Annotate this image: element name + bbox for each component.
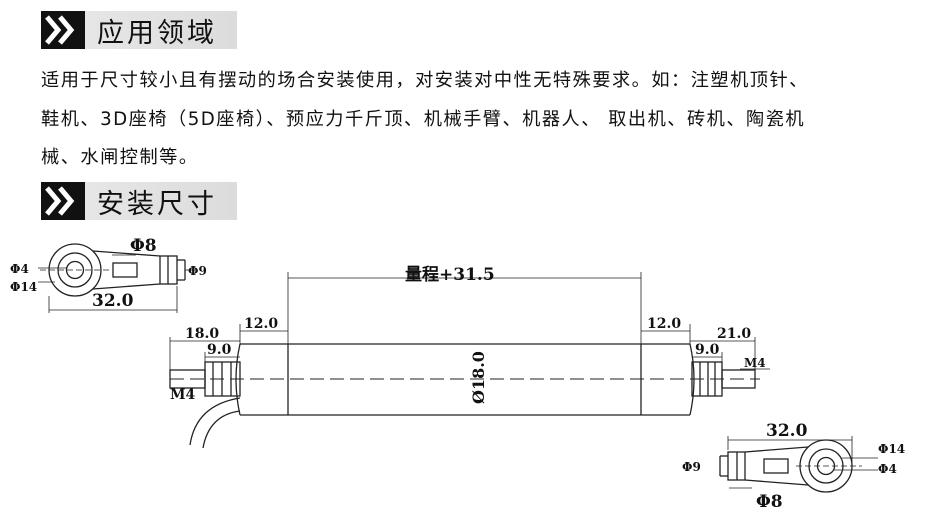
right-eye-phi14-label: Φ14 bbox=[878, 442, 905, 456]
double-chevron-icon bbox=[41, 11, 85, 49]
right-thread-label: M4 bbox=[744, 356, 766, 370]
left-eye-length-label: 32.0 bbox=[92, 291, 134, 311]
description-line-3: 械、水闸控制等。 bbox=[41, 147, 199, 168]
left-eye-phi8-label: Φ8 bbox=[130, 236, 157, 256]
right-rod-eye bbox=[719, 436, 878, 493]
right-eye-length-label: 32.0 bbox=[766, 421, 808, 441]
section-title-application: 应用领域 bbox=[97, 17, 217, 49]
left-eye-phi14-label: Φ14 bbox=[10, 280, 37, 294]
left-eye-phi4-label: Φ4 bbox=[10, 262, 29, 276]
right-dim-9-label: 9.0 bbox=[695, 342, 720, 358]
right-eye-phi4-label: Φ4 bbox=[878, 462, 897, 476]
section-header-dimensions: 安装尺寸 bbox=[41, 182, 237, 220]
left-eye-phi9-label: Φ9 bbox=[188, 264, 207, 278]
right-eye-phi9-label: Φ9 bbox=[682, 460, 701, 474]
right-dim-12-label: 12.0 bbox=[647, 316, 681, 332]
left-dim-9-label: 9.0 bbox=[207, 342, 232, 358]
description-line-2: 鞋机、3D座椅（5D座椅）、预应力千斤顶、机械手臂、机器人、 取出机、砖机、陶瓷… bbox=[41, 108, 806, 130]
left-thread-label: M4 bbox=[170, 387, 195, 403]
section-title-dimensions: 安装尺寸 bbox=[97, 188, 217, 220]
body-diameter-label: Ø18.0 bbox=[469, 351, 488, 404]
actuator-body bbox=[169, 272, 770, 449]
right-eye-phi8-label: Φ8 bbox=[756, 492, 783, 512]
section-header-application: 应用领域 bbox=[41, 11, 237, 49]
stroke-label: 量程+31.5 bbox=[405, 264, 495, 285]
application-description: 适用于尺寸较小且有摆动的场合安装使用，对安装对中性无特殊要求。如：注塑机顶针、 … bbox=[41, 62, 913, 178]
double-chevron-icon bbox=[41, 182, 85, 220]
left-dim-12-label: 12.0 bbox=[244, 316, 278, 332]
description-line-1: 适用于尺寸较小且有摆动的场合安装使用，对安装对中性无特殊要求。如：注塑机顶针、 bbox=[41, 70, 809, 91]
left-dim-18-label: 18.0 bbox=[185, 326, 219, 342]
left-rod-eye bbox=[38, 243, 195, 313]
right-dim-21-label: 21.0 bbox=[717, 326, 751, 342]
